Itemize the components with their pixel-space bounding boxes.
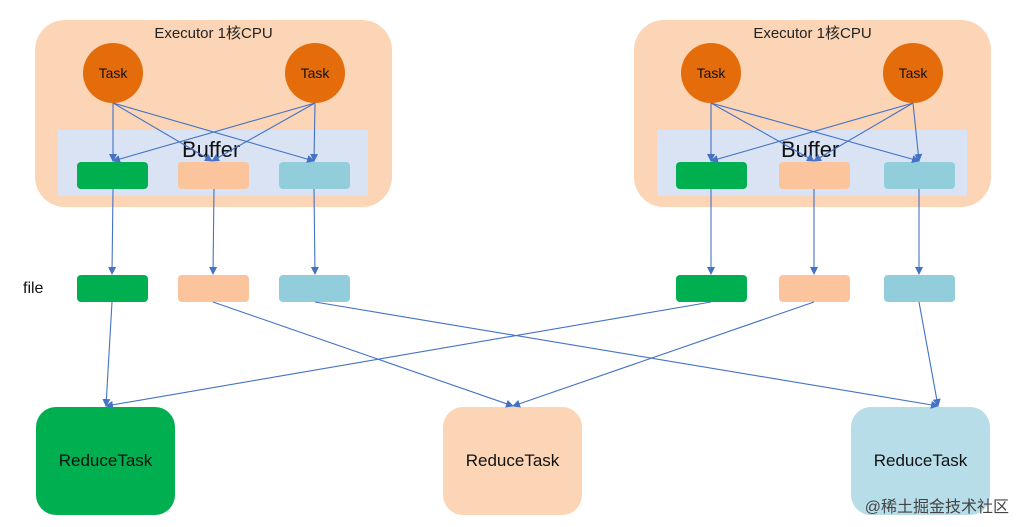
file-partition-green <box>77 275 148 302</box>
arrow <box>310 102 319 162</box>
arrow <box>710 102 914 163</box>
arrow <box>112 102 316 163</box>
arrow <box>710 102 920 163</box>
arrow <box>310 188 319 275</box>
file-partition-green <box>676 275 747 302</box>
buffer-partition-green <box>676 162 747 189</box>
buffer-partition-green <box>77 162 148 189</box>
file-label: file <box>23 280 44 297</box>
buffer-partition-peach <box>779 162 850 189</box>
arrow <box>108 188 117 275</box>
file-partition-blue <box>279 275 350 302</box>
file-partition-peach <box>779 275 850 302</box>
arrow <box>102 301 113 407</box>
arrow <box>112 102 213 162</box>
buffer-partition-blue <box>279 162 350 189</box>
arrow <box>918 301 941 407</box>
task-node: Task <box>285 43 345 103</box>
executor-title-1: Executor 1核CPU <box>154 25 273 42</box>
executor-title-2: Executor 1核CPU <box>753 25 872 42</box>
file-partition-blue <box>884 275 955 302</box>
arrow <box>710 102 815 162</box>
task-node: Task <box>83 43 143 103</box>
task-node: Task <box>681 43 741 103</box>
arrow <box>813 102 914 162</box>
task-node: Task <box>883 43 943 103</box>
arrow <box>314 301 939 409</box>
arrow <box>912 102 923 162</box>
arrow <box>212 301 514 408</box>
buffer-partition-peach <box>178 162 249 189</box>
reduce-task-3: ReduceTask <box>851 407 990 515</box>
arrow <box>211 102 316 162</box>
arrow <box>209 188 218 275</box>
file-partition-peach <box>178 275 249 302</box>
reduce-task-2: ReduceTask <box>443 407 582 515</box>
arrow <box>512 301 815 408</box>
buffer-partition-blue <box>884 162 955 189</box>
reduce-task-1: ReduceTask <box>36 407 175 515</box>
arrow <box>105 301 712 409</box>
watermark: @稀土掘金技术社区 <box>864 499 1009 516</box>
